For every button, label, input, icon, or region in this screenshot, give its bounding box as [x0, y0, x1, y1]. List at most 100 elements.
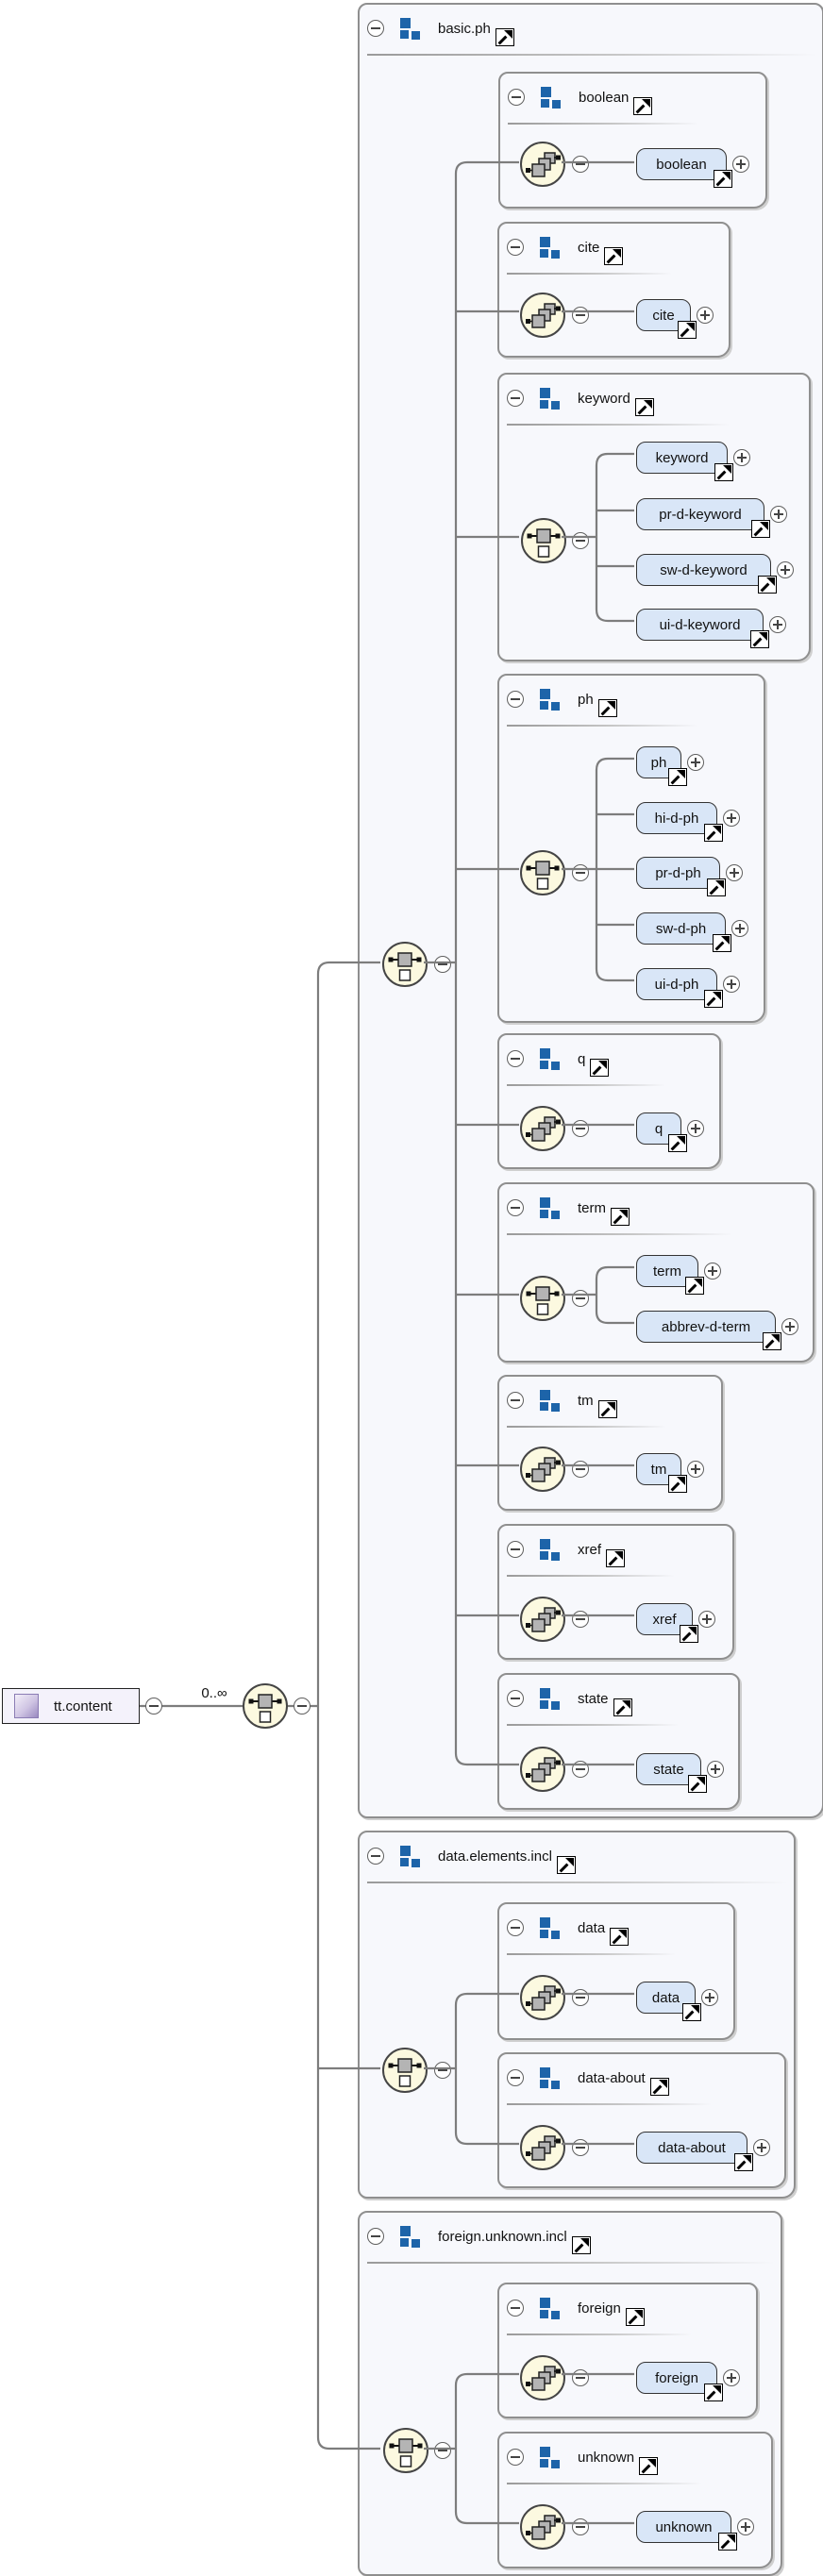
expand-icon[interactable]: [723, 976, 740, 993]
choice-compositor-icon[interactable]: [520, 850, 565, 895]
collapse-icon[interactable]: [507, 1199, 524, 1216]
element-boolean[interactable]: boolean: [636, 148, 749, 188]
link-icon[interactable]: [668, 768, 687, 786]
link-icon[interactable]: [688, 1775, 707, 1793]
root-element-tt-content[interactable]: tt.content: [2, 1688, 140, 1724]
collapse-icon[interactable]: [145, 1698, 162, 1715]
link-icon[interactable]: [590, 1058, 610, 1077]
link-icon[interactable]: [604, 246, 624, 265]
link-icon[interactable]: [634, 397, 654, 416]
expand-icon[interactable]: [687, 754, 704, 771]
link-icon[interactable]: [704, 990, 723, 1008]
sequence-compositor-icon[interactable]: [520, 1975, 565, 2020]
collapse-icon[interactable]: [507, 1541, 524, 1558]
choice-compositor-icon[interactable]: [383, 2428, 428, 2473]
element-foreign[interactable]: foreign: [636, 2362, 740, 2401]
collapse-icon[interactable]: [507, 390, 524, 407]
expand-icon[interactable]: [707, 1761, 724, 1778]
expand-icon[interactable]: [781, 1318, 798, 1335]
link-icon[interactable]: [750, 630, 769, 648]
collapse-icon[interactable]: [507, 1690, 524, 1707]
collapse-icon[interactable]: [508, 89, 525, 106]
link-icon[interactable]: [610, 1927, 630, 1946]
link-icon[interactable]: [556, 1855, 576, 1874]
sequence-compositor-icon[interactable]: [520, 293, 565, 338]
element-sw-d-keyword[interactable]: sw-d-keyword: [636, 554, 794, 594]
collapse-icon[interactable]: [572, 1120, 589, 1137]
choice-compositor-icon[interactable]: [243, 1683, 288, 1729]
choice-compositor-icon[interactable]: [520, 1276, 565, 1321]
link-icon[interactable]: [734, 2153, 753, 2171]
link-icon[interactable]: [707, 878, 726, 896]
collapse-icon[interactable]: [434, 2062, 451, 2079]
link-icon[interactable]: [685, 1277, 704, 1295]
sequence-compositor-icon[interactable]: [520, 2125, 565, 2170]
expand-icon[interactable]: [731, 920, 748, 937]
expand-icon[interactable]: [726, 864, 743, 881]
collapse-icon[interactable]: [507, 2069, 524, 2086]
collapse-icon[interactable]: [294, 1698, 311, 1715]
link-icon[interactable]: [714, 463, 733, 481]
link-icon[interactable]: [751, 520, 770, 538]
collapse-icon[interactable]: [507, 239, 524, 256]
element-hi-d-ph[interactable]: hi-d-ph: [636, 802, 740, 842]
collapse-icon[interactable]: [507, 1050, 524, 1067]
expand-icon[interactable]: [777, 561, 794, 578]
link-icon[interactable]: [763, 1332, 781, 1350]
link-icon[interactable]: [611, 1207, 630, 1226]
element-state[interactable]: state: [636, 1753, 724, 1793]
element-abbrev-d-term[interactable]: abbrev-d-term: [636, 1311, 798, 1350]
choice-compositor-icon[interactable]: [382, 942, 428, 987]
sequence-compositor-icon[interactable]: [520, 1747, 565, 1792]
link-icon[interactable]: [714, 170, 732, 188]
expand-icon[interactable]: [753, 2139, 770, 2156]
collapse-icon[interactable]: [507, 1392, 524, 1409]
sequence-compositor-icon[interactable]: [520, 142, 565, 187]
sequence-compositor-icon[interactable]: [520, 2504, 565, 2550]
link-icon[interactable]: [758, 576, 777, 594]
collapse-icon[interactable]: [507, 1919, 524, 1936]
sequence-compositor-icon[interactable]: [520, 1597, 565, 1642]
element-ui-d-ph[interactable]: ui-d-ph: [636, 968, 740, 1008]
collapse-icon[interactable]: [572, 156, 589, 173]
expand-icon[interactable]: [698, 1611, 715, 1628]
element-ui-d-keyword[interactable]: ui-d-keyword: [636, 609, 786, 648]
expand-icon[interactable]: [733, 449, 750, 466]
expand-icon[interactable]: [704, 1263, 721, 1280]
element-pr-d-ph[interactable]: pr-d-ph: [636, 857, 743, 896]
expand-icon[interactable]: [697, 307, 714, 324]
element-cite[interactable]: cite: [636, 299, 714, 339]
sequence-compositor-icon[interactable]: [520, 2355, 565, 2400]
link-icon[interactable]: [680, 1625, 698, 1643]
link-icon[interactable]: [571, 2235, 591, 2254]
collapse-icon[interactable]: [434, 2442, 451, 2459]
link-icon[interactable]: [639, 2456, 659, 2475]
element-q[interactable]: q: [636, 1112, 704, 1152]
link-icon[interactable]: [668, 1475, 687, 1493]
collapse-icon[interactable]: [367, 20, 384, 37]
collapse-icon[interactable]: [572, 2139, 589, 2156]
collapse-icon[interactable]: [507, 691, 524, 708]
expand-icon[interactable]: [701, 1989, 718, 2006]
collapse-icon[interactable]: [507, 2449, 524, 2466]
link-icon[interactable]: [668, 1134, 687, 1152]
expand-icon[interactable]: [687, 1120, 704, 1137]
link-icon[interactable]: [718, 2533, 737, 2551]
element-data[interactable]: data: [636, 1982, 718, 2021]
link-icon[interactable]: [713, 934, 731, 952]
element-tm[interactable]: tm: [636, 1453, 704, 1493]
element-pr-d-keyword[interactable]: pr-d-keyword: [636, 498, 787, 538]
element-data-about[interactable]: data-about: [636, 2132, 770, 2171]
expand-icon[interactable]: [687, 1461, 704, 1478]
collapse-icon[interactable]: [434, 956, 451, 973]
expand-icon[interactable]: [723, 2369, 740, 2386]
element-keyword[interactable]: keyword: [636, 442, 750, 481]
collapse-icon[interactable]: [572, 2369, 589, 2386]
collapse-icon[interactable]: [572, 864, 589, 881]
element-sw-d-ph[interactable]: sw-d-ph: [636, 912, 748, 952]
link-icon[interactable]: [597, 698, 617, 717]
collapse-icon[interactable]: [572, 307, 589, 324]
collapse-icon[interactable]: [572, 1290, 589, 1307]
link-icon[interactable]: [704, 824, 723, 842]
collapse-icon[interactable]: [367, 1848, 384, 1865]
